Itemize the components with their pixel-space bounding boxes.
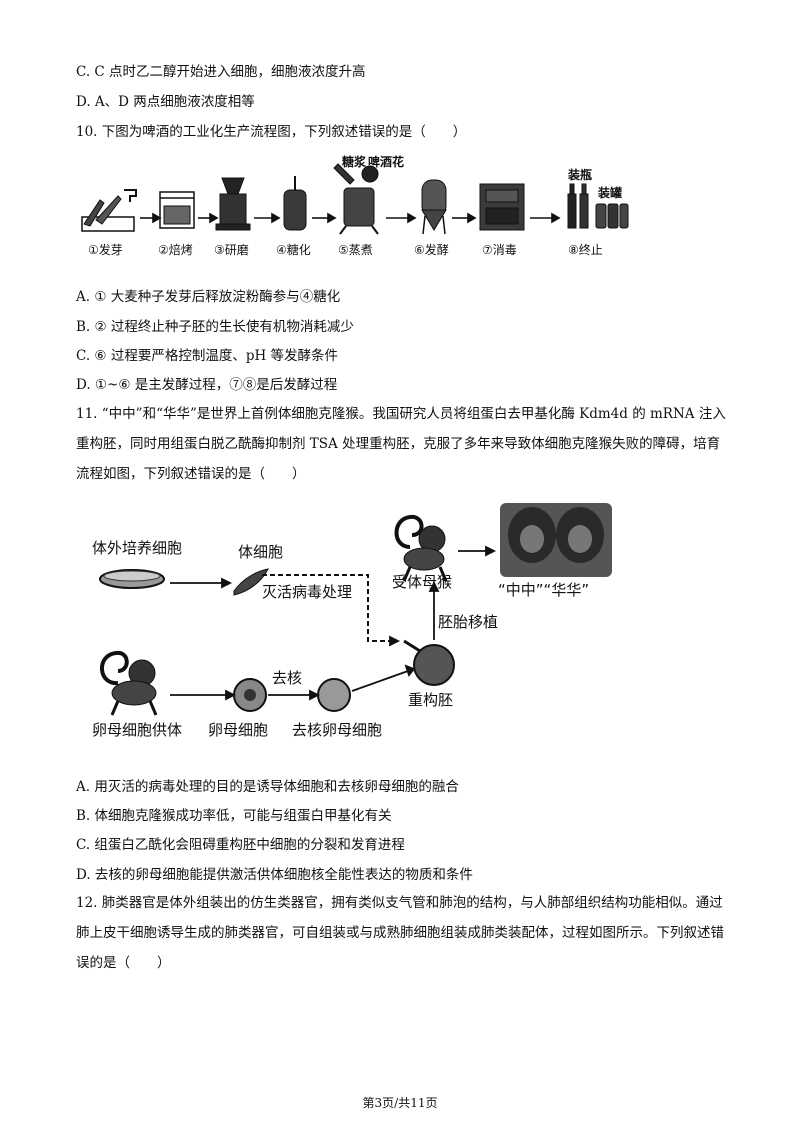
- step-label-4: ④糖化: [276, 243, 311, 257]
- step5-boiling-illustration: [333, 163, 379, 235]
- step-label-6: ⑥发酵: [414, 243, 449, 257]
- embryo-label: 重构胚: [408, 691, 454, 709]
- q11-option-d: D. 去核的卵母细胞能提供激活供体细胞核全能性表达的物质和条件: [76, 867, 473, 883]
- q10-option-d: D. ①~⑥ 是主发酵过程，⑦⑧是后发酵过程: [76, 377, 338, 393]
- flow-arrows: [170, 545, 497, 701]
- twin-monkeys-photo: [500, 503, 612, 577]
- bottling-label: 装瓶: [568, 168, 593, 182]
- step-label-8: ⑧终止: [568, 243, 603, 257]
- process-arrows: [140, 212, 561, 224]
- q9-option-d: D. A、D 两点细胞液浓度相等: [76, 94, 255, 110]
- q11-option-c: C. 组蛋白乙酰化会阻碍重构胚中细胞的分裂和发育进程: [76, 837, 405, 853]
- virus-treatment-label: 灭活病毒处理: [262, 583, 353, 601]
- q10-option-b: B. ② 过程终止种子胚的生长使有机物消耗减少: [76, 319, 354, 335]
- somatic-cell-illustration: [233, 568, 269, 596]
- step-label-3: ③研磨: [214, 243, 249, 257]
- step-label-1: ①发芽: [88, 243, 123, 257]
- step4-saccharification-illustration: [283, 176, 307, 231]
- q11-stem: 11. “中中”和“华华”是世界上首例体细胞克隆猴。我国研究人员将组蛋白去甲基化…: [76, 406, 726, 482]
- culture-dish-illustration: [99, 569, 165, 589]
- step8-bottling-illustration: [567, 183, 629, 229]
- brewing-process-diagram: [81, 163, 629, 235]
- enucleated-oocyte-icon: [317, 678, 351, 712]
- q10-option-c: C. ⑥ 过程要严格控制温度、pH 等发酵条件: [76, 348, 339, 364]
- recipient-label: 受体母猴: [392, 573, 453, 591]
- q11-option-a: A. 用灭活的病毒处理的目的是诱导体细胞和去核卵母细胞的融合: [76, 779, 459, 795]
- step-label-5: ⑤蒸煮: [338, 243, 373, 257]
- donor-label: 卵母细胞供体: [92, 721, 183, 739]
- enucleate-label: 去核: [272, 669, 303, 687]
- result-label: “中中”“华华”: [498, 581, 590, 599]
- step2-roasting-illustration: [159, 191, 195, 229]
- page-number: 第3页/共11页: [362, 1096, 438, 1110]
- q12-stem: 12. 肺类器官是体外组装出的仿生类器官，拥有类似支气管和肺泡的结构，与人肺部组…: [76, 895, 724, 971]
- embryo-transfer-label: 胚胎移植: [438, 613, 499, 631]
- q11-option-b: B. 体细胞克隆猴成功率低，可能与组蛋白甲基化有关: [76, 808, 392, 824]
- step3-milling-illustration: [215, 177, 251, 231]
- step1-germination-illustration: [81, 189, 137, 232]
- step7-sterilization-illustration: [479, 183, 525, 231]
- q11-diagram: 体外培养细胞 体细胞 灭活病毒处理 受体母猴 “中中”“华华” 胚胎移植 去核 …: [0, 495, 800, 755]
- step6-fermentation-illustration: [421, 179, 447, 235]
- reconstructed-embryo-icon: [403, 639, 455, 686]
- q10-stem: 10. 下图为啤酒的工业化生产流程图，下列叙述错误的是（ ）: [76, 124, 467, 140]
- canning-label: 装罐: [598, 186, 623, 200]
- enucleated-oocyte-label: 去核卵母细胞: [292, 721, 383, 739]
- hops-label: 啤酒花: [368, 155, 405, 169]
- q10-diagram: 糖浆 啤酒花 装瓶 装罐: [0, 150, 800, 265]
- donor-monkey-icon: [100, 650, 158, 716]
- q9-option-c: C. C 点时乙二醇开始进入细胞，细胞液浓度升高: [76, 64, 366, 80]
- oocyte-cell-icon: [233, 678, 267, 712]
- syrup-label: 糖浆: [342, 155, 367, 169]
- culture-label: 体外培养细胞: [92, 539, 183, 557]
- step-label-2: ②焙烤: [158, 243, 193, 257]
- step-label-7: ⑦消毒: [482, 243, 517, 257]
- q10-option-a: A. ① 大麦种子发芽后释放淀粉酶参与④糖化: [76, 289, 341, 305]
- cloning-process-diagram: [99, 503, 612, 716]
- oocyte-label: 卵母细胞: [208, 721, 269, 739]
- recipient-monkey-icon: [394, 514, 448, 582]
- somatic-cell-label: 体细胞: [238, 543, 284, 561]
